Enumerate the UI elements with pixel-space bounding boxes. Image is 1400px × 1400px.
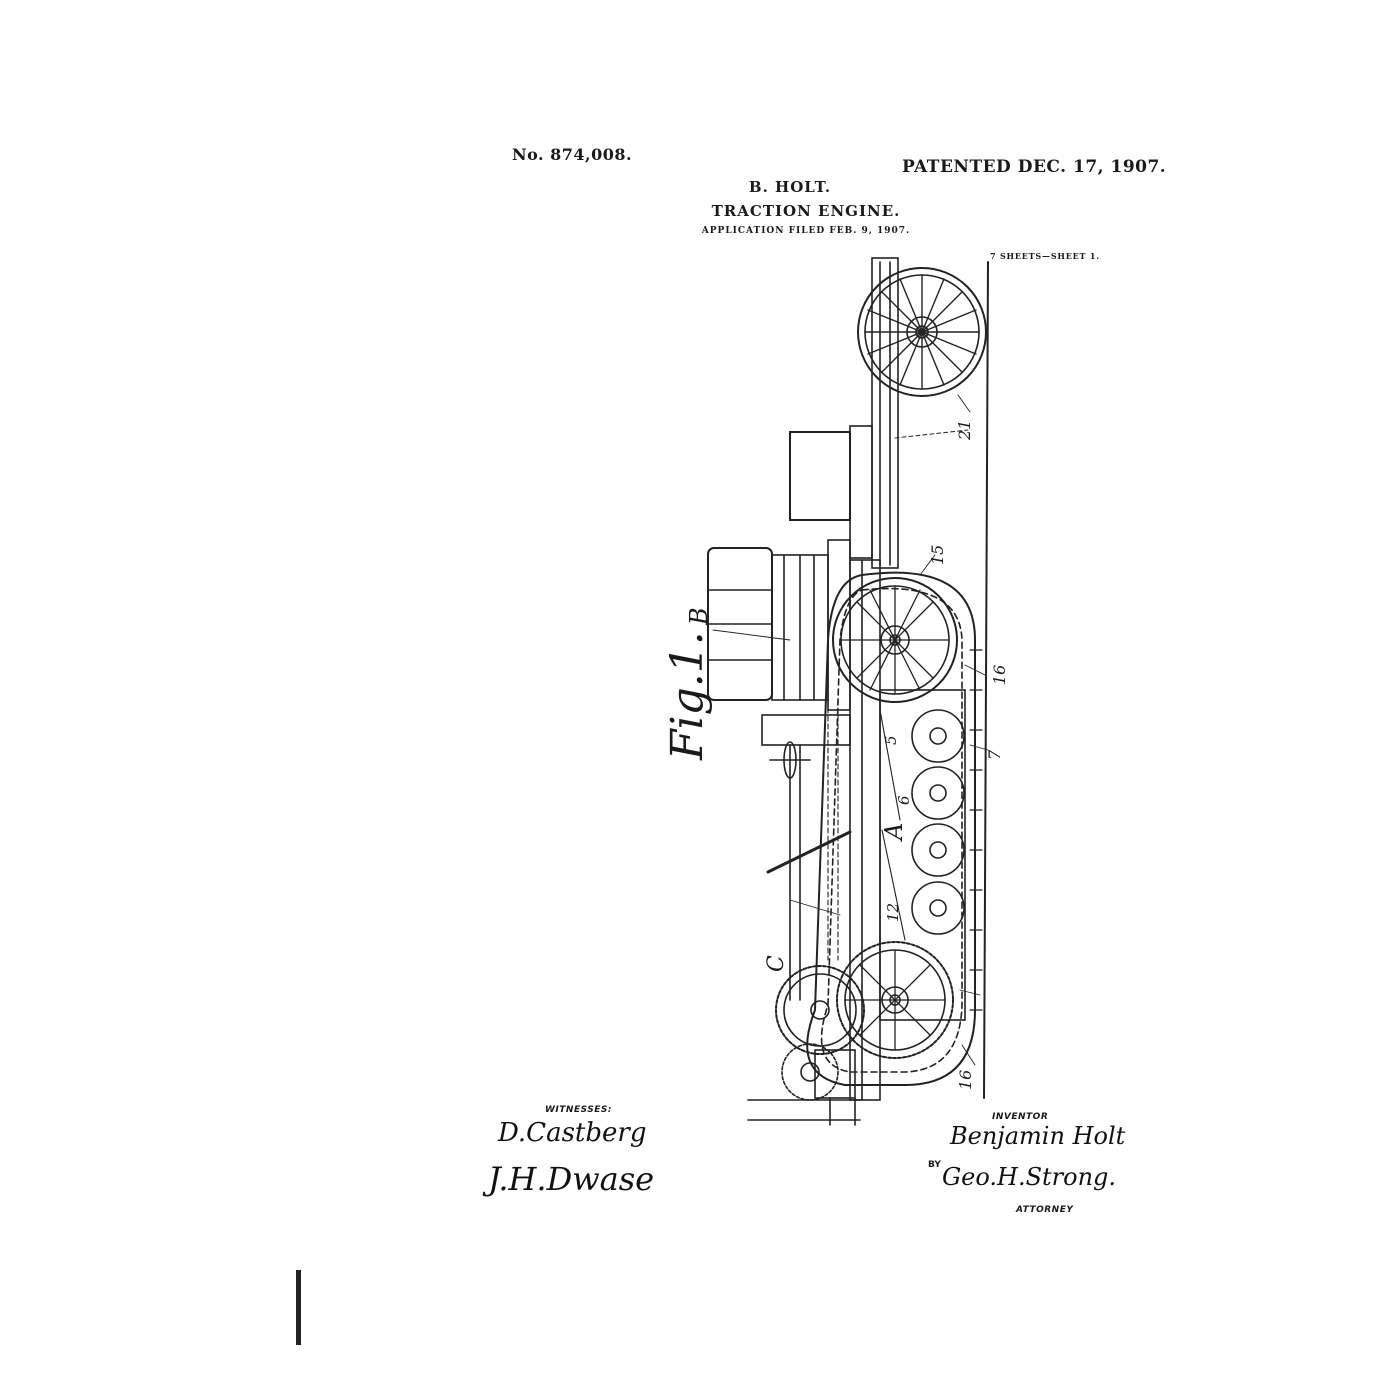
ref-label-c: C [764, 955, 789, 972]
ref-label-7: 7 [985, 749, 1004, 760]
ref-label-16-bottom: 16 [956, 1069, 975, 1090]
ground-line [983, 261, 989, 1099]
patent-title: TRACTION ENGINE. [711, 202, 901, 220]
main-frame [849, 257, 966, 1101]
by-label: BY [928, 1160, 941, 1170]
witnesses-label: WITNESSES: [545, 1105, 612, 1115]
ref-label-a: A [880, 822, 908, 840]
application-filed: APPLICATION FILED FEB. 9, 1907. [701, 226, 911, 236]
ref-label-16-top: 16 [990, 664, 1009, 685]
engine-cylinders [707, 539, 851, 711]
track-rollers [911, 709, 965, 935]
steering-wheel-assembly [857, 267, 987, 439]
leader-lines [712, 394, 989, 1066]
ref-label-21: 21 [955, 419, 974, 440]
inventor-signature: Benjamin Holt [950, 1122, 1126, 1150]
gear-train [775, 965, 865, 1101]
inventor-name: B. HOLT. [748, 178, 832, 196]
witness-signature-2: J.H.Dwase [488, 1160, 655, 1198]
patent-number: No. 874,008. [512, 145, 633, 164]
ref-label-15: 15 [928, 544, 947, 565]
control-levers [747, 714, 861, 1126]
witness-signature-1: D.Castberg [498, 1118, 647, 1148]
water-tank [789, 425, 873, 559]
patent-date: PATENTED DEC. 17, 1907. [902, 157, 1167, 177]
drive-gear [836, 941, 954, 1059]
sheet-count: 7 SHEETS—SHEET 1. [990, 251, 1100, 261]
upper-sprocket-wheel [832, 577, 958, 703]
scan-artifact [296, 1270, 301, 1345]
attorney-signature: Geo.H.Strong. [942, 1163, 1117, 1191]
ref-label-6: 6 [895, 795, 913, 805]
inventor-label: INVENTOR [992, 1112, 1049, 1122]
figure-label: Fig.1. [662, 631, 713, 760]
attorney-label: ATTORNEY [1016, 1205, 1074, 1215]
ref-label-b: B [685, 607, 713, 625]
drive-chain [827, 699, 906, 961]
ref-label-5: 5 [882, 735, 900, 745]
ref-label-12: 12 [884, 902, 902, 922]
